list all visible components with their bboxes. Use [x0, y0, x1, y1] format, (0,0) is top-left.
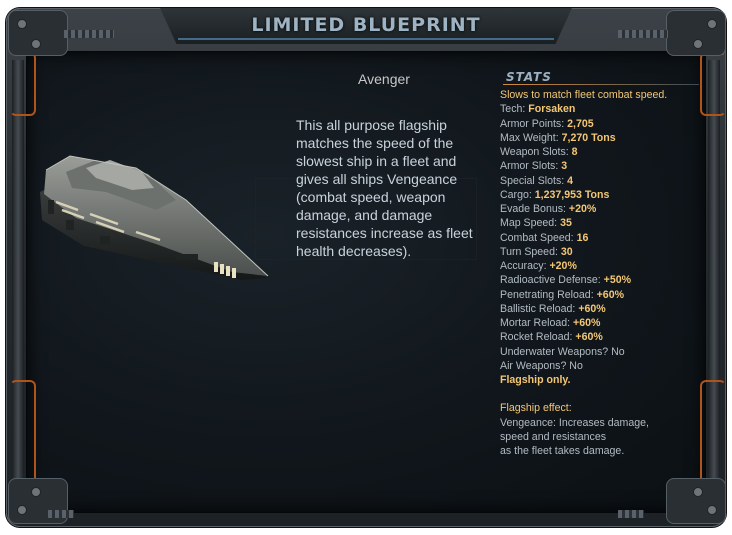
- top-left-corner: [8, 10, 68, 56]
- stat-label: Cargo:: [500, 188, 532, 201]
- stat-label: Rocket Reload:: [500, 331, 573, 344]
- stat-value: 35: [560, 217, 572, 230]
- stat-value: +20%: [549, 260, 577, 272]
- stats-heading: STATS: [506, 70, 552, 84]
- stat-value: +60%: [575, 331, 603, 344]
- stat-value: 1,237,953 Tons: [534, 188, 610, 201]
- stat-label: Weapon Slots:: [500, 146, 569, 158]
- bottom-right-rivets: [618, 510, 644, 518]
- stat-value: 4: [567, 174, 574, 187]
- flagship-effect-line: speed and resistances: [500, 430, 607, 443]
- ship-image: [36, 148, 272, 289]
- top-right-corner: [666, 10, 726, 56]
- stat-row: Map Speed: 35: [500, 216, 710, 230]
- stat-label: Armor Points:: [500, 117, 565, 130]
- background-ghost-panel: [255, 178, 477, 260]
- stat-value: 2,705: [567, 117, 594, 130]
- stat-value: 16: [576, 231, 589, 244]
- top-right-rivets: [618, 30, 668, 38]
- stat-value: Forsaken: [528, 103, 576, 116]
- stat-value: 30: [560, 245, 573, 258]
- stat-row: Combat Speed: 16: [500, 231, 710, 245]
- stat-row: Cargo: 1,237,953 Tons: [500, 188, 710, 202]
- stat-value: 8: [571, 146, 578, 158]
- flagship-effect-line: Vengeance: Increases damage,: [500, 416, 650, 429]
- stat-value: +20%: [568, 203, 597, 215]
- stat-row: Evade Bonus: +20%: [500, 202, 710, 216]
- stat-label: Turn Speed:: [500, 245, 558, 258]
- stat-row: Turn Speed: 30: [500, 245, 710, 259]
- left-top-pipe-decoration: [10, 52, 36, 116]
- bottom-left-rivets: [48, 510, 74, 518]
- stat-label: Evade Bonus:: [500, 203, 566, 215]
- stats-intro: Slows to match fleet combat speed.: [500, 89, 668, 101]
- top-left-rivets: [64, 30, 114, 38]
- stat-row: Ballistic Reload: +60%: [500, 302, 710, 316]
- stat-value: +60%: [578, 302, 606, 315]
- stat-row: Weapon Slots: 8: [500, 145, 710, 159]
- flagship-hull-icon: [40, 155, 269, 280]
- stats-heading-underline: [503, 84, 699, 85]
- stat-value: +60%: [573, 317, 601, 329]
- flagship-effect-heading: Flagship effect:: [500, 402, 572, 415]
- stat-row: Special Slots: 4: [500, 174, 710, 188]
- stat-label: Special Slots:: [500, 174, 565, 187]
- ship-name: Avenger: [358, 71, 410, 87]
- stat-row: Mortar Reload: +60%: [500, 316, 710, 330]
- stat-label: Accuracy:: [500, 260, 547, 272]
- stat-label: Armor Slots:: [500, 160, 559, 173]
- bottom-right-corner: [666, 478, 726, 524]
- left-rail: [12, 60, 24, 480]
- stat-label: Map Speed:: [500, 217, 558, 230]
- stat-row: Armor Slots: 3: [500, 159, 710, 173]
- content-panel: [26, 51, 706, 513]
- stat-row: Armor Points: 2,705: [500, 117, 710, 131]
- title-underline: [178, 38, 554, 40]
- stat-value: +60%: [596, 288, 624, 301]
- underwater-weapons: Underwater Weapons? No: [500, 345, 625, 358]
- stat-row: Max Weight: 7,270 Tons: [500, 131, 710, 145]
- stat-value: 7,270 Tons: [561, 131, 616, 144]
- stat-row: Accuracy: +20%: [500, 259, 710, 273]
- stat-value: 3: [561, 160, 568, 173]
- spacer: [500, 387, 710, 401]
- stat-row: Penetrating Reload: +60%: [500, 288, 710, 302]
- stat-label: Penetrating Reload:: [500, 288, 594, 301]
- window-title: LIMITED BLUEPRINT: [251, 14, 481, 36]
- ship-description: This all purpose flagship matches the sp…: [296, 117, 473, 259]
- air-weapons: Air Weapons? No: [500, 359, 583, 372]
- stat-row: Tech: Forsaken: [500, 102, 710, 116]
- flagship-effect-line: as the fleet takes damage.: [500, 445, 625, 457]
- stat-label: Combat Speed:: [500, 231, 574, 244]
- stats-list: Slows to match fleet combat speed. Tech:…: [500, 88, 710, 458]
- flagship-only-note: Flagship only.: [500, 374, 571, 386]
- stat-label: Max Weight:: [500, 131, 559, 144]
- stat-row: Radioactive Defense: +50%: [500, 273, 710, 287]
- stat-label: Ballistic Reload:: [500, 302, 576, 315]
- stat-value: +50%: [603, 274, 632, 287]
- stat-label: Mortar Reload:: [500, 317, 571, 329]
- stat-label: Radioactive Defense:: [500, 274, 601, 287]
- stat-label: Tech:: [500, 103, 526, 116]
- right-rail: [708, 60, 720, 480]
- left-pipe-decoration: [10, 380, 36, 484]
- stat-row: Rocket Reload: +60%: [500, 330, 710, 344]
- blueprint-window: [6, 8, 726, 527]
